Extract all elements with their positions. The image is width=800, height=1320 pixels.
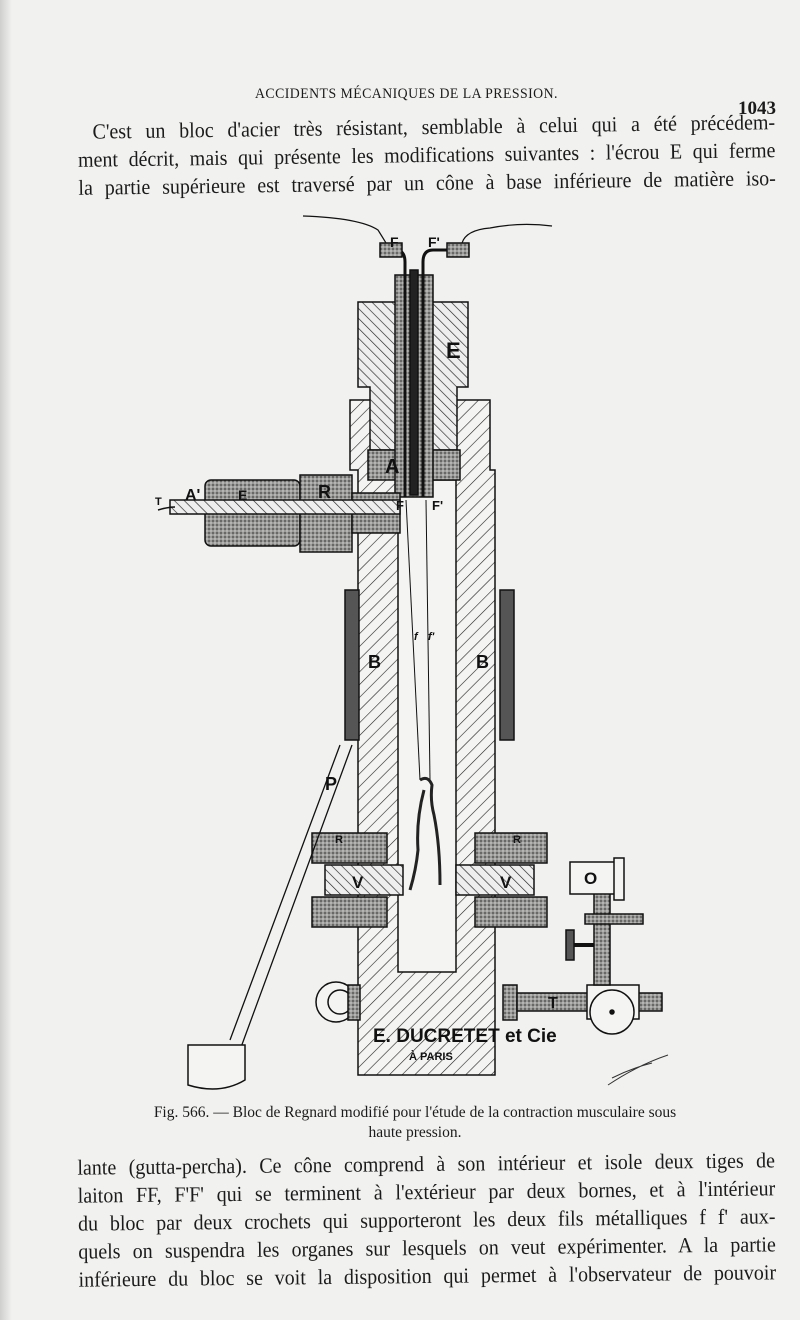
microscope-stage xyxy=(584,913,644,925)
label-V-right: V xyxy=(500,873,512,892)
bar-B-left xyxy=(344,589,360,741)
label-R-left: R xyxy=(335,834,343,846)
wire-f xyxy=(405,499,421,781)
frog-specimen xyxy=(408,776,442,891)
clamp-V-left xyxy=(324,864,404,896)
caption-line: Fig. 566. — Bloc de Regnard modifié pour… xyxy=(153,1104,677,1121)
wire-f-prime xyxy=(425,499,431,781)
focus-knob xyxy=(565,929,575,961)
clamp-R-left-lower xyxy=(311,896,388,928)
paragraph-bottom: lante (gutta-percha). Ce cône comprend à… xyxy=(77,1146,776,1293)
wire-left xyxy=(302,215,387,244)
label-O: O xyxy=(584,869,597,888)
label-R-right: R xyxy=(513,834,521,846)
engraver-signature xyxy=(607,1054,669,1086)
label-E-side: E xyxy=(238,487,247,503)
pipe-foot xyxy=(187,1044,246,1090)
terminal-F xyxy=(379,242,403,258)
label-E: E xyxy=(446,338,461,363)
pipe-P xyxy=(229,744,353,1051)
label-F-prime-low: F' xyxy=(432,498,443,513)
figure-caption: Fig. 566. — Bloc de Regnard modifié pour… xyxy=(90,1103,740,1143)
wire-right xyxy=(461,223,553,244)
label-F-prime-top: F' xyxy=(428,234,440,250)
label-P: P xyxy=(325,774,337,794)
label-T-tube: T xyxy=(155,496,162,508)
clamp-R-left-upper xyxy=(311,832,388,864)
label-B-left: B xyxy=(368,652,381,672)
label-F-low: F xyxy=(396,498,404,513)
label-V-left: V xyxy=(352,873,364,892)
bar-B-right xyxy=(499,589,515,741)
caption-line: haute pression. xyxy=(368,1124,462,1141)
label-A: A xyxy=(385,456,399,478)
page-edge-shadow xyxy=(0,0,12,1320)
label-F-top: F xyxy=(390,234,399,250)
running-title: ACCIDENTS MÉCANIQUES DE LA PRESSION. xyxy=(255,86,558,102)
label-T-rod: T xyxy=(548,995,558,1012)
label-f-prime: f' xyxy=(428,631,435,643)
clamp-R-right-lower xyxy=(474,896,548,928)
rod-F-prime xyxy=(421,248,448,497)
terminal-F-prime xyxy=(446,242,470,258)
clamp-V-right xyxy=(455,864,535,896)
clamp-R-right-upper xyxy=(474,832,548,864)
page-number: 1043 xyxy=(738,98,776,119)
microscope-stand xyxy=(593,889,611,986)
label-A-prime: A' xyxy=(185,487,200,504)
label-B-right: B xyxy=(476,652,489,672)
label-R: R xyxy=(318,482,331,502)
maker-city: À PARIS xyxy=(409,1050,453,1063)
maker-name: E. DUCRETET et Cie xyxy=(373,1026,557,1047)
label-f: f xyxy=(414,631,419,643)
tube-T xyxy=(169,499,401,515)
